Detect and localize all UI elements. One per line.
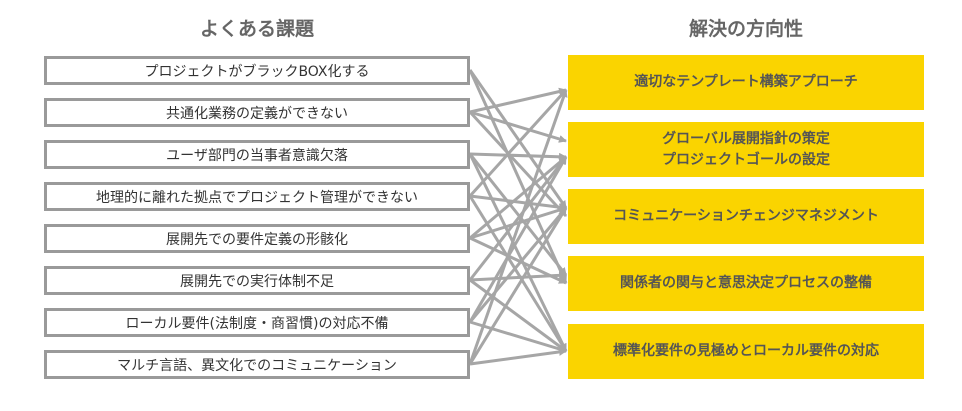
issue-box: 展開先での要件定義の形骸化 (44, 224, 470, 253)
connector-arrow (468, 195, 568, 352)
connector-arrow (469, 194, 567, 212)
issues-heading: よくある課題 (199, 18, 314, 40)
connector-arrow (469, 271, 567, 282)
connector-arrow (468, 207, 568, 365)
connector-arrow (469, 87, 567, 114)
connector-arrow (468, 69, 568, 284)
connector-arrow (469, 320, 567, 353)
solution-box: コミュニケーションチェンジマネジメント (568, 189, 924, 244)
issue-box: ローカル要件(法制度・商習慣)の対応不備 (44, 308, 470, 337)
issue-box: プロジェクトがブラックBOX化する (44, 56, 470, 85)
issue-box: 地理的に離れた拠点でプロジェクト管理ができない (44, 182, 470, 211)
connector-arrow (469, 347, 567, 366)
connector-arrow (468, 89, 568, 365)
issue-box: マルチ言語、異文化でのコミュニケーション (44, 350, 470, 379)
solution-box: 関係者の関与と意思決定プロセスの整備 (568, 256, 924, 311)
connector-arrow (468, 153, 568, 352)
issue-box: 展開先での実行体制不足 (44, 266, 470, 295)
connector-arrow (468, 88, 568, 198)
connector-arrow (469, 152, 567, 161)
solution-box: 適切なテンプレート構築アプローチ (568, 55, 924, 110)
connector-arrow (468, 69, 568, 209)
solutions-heading: 解決の方向性 (688, 18, 803, 40)
issue-box: 共通化業務の定義ができない (44, 98, 470, 127)
solution-box: 標準化要件の見極めとローカル要件の対応 (568, 324, 924, 379)
connector-arrow (468, 156, 568, 323)
connector-arrow (468, 156, 568, 281)
connector-arrow (469, 155, 567, 240)
connector-arrow (468, 153, 568, 276)
solution-box: グローバル展開指針の策定 プロジェクトゴールの設定 (568, 122, 924, 177)
connector-arrow (468, 207, 568, 323)
connector-arrow (468, 110, 568, 218)
issue-box: ユーザ部門の当事者意識欠落 (44, 140, 470, 169)
